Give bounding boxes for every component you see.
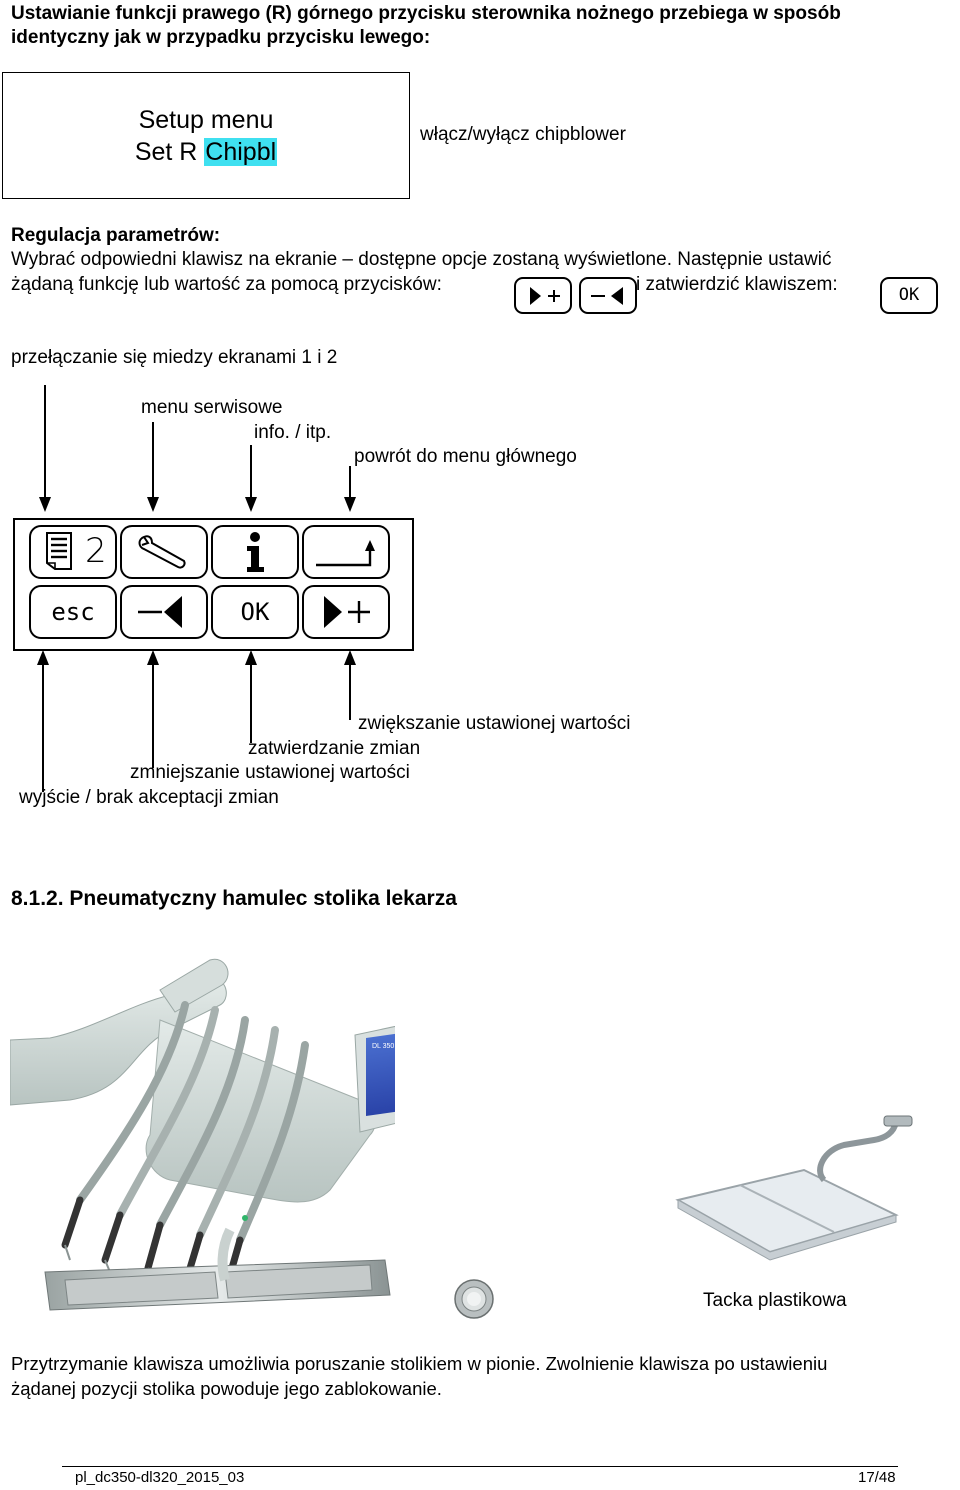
plastic-tray-illustration: [675, 1115, 913, 1261]
info-icon: [247, 532, 264, 572]
esc-button[interactable]: esc: [29, 585, 117, 639]
minus-play-icon: [591, 287, 623, 305]
section-body-line-2: żądanej pozycji stolika powoduje jego za…: [11, 1378, 442, 1399]
plus-key-inline: [514, 277, 572, 314]
return-arrow-icon: [316, 540, 375, 567]
params-line-2b: i zatwierdzić klawiszem:: [636, 274, 838, 295]
lcd-description: włącz/wyłącz chipblower: [420, 124, 626, 145]
arrow-down-back: [344, 466, 356, 512]
label-switch-screens: przełączanie się miedzy ekranami 1 i 2: [11, 347, 338, 368]
brake-button-icon: [454, 1279, 494, 1319]
arrow-down-switch: [39, 385, 51, 512]
footer-rule: [62, 1466, 898, 1467]
label-back-main: powrót do menu głównego: [354, 446, 577, 467]
info-button[interactable]: [211, 525, 299, 579]
ok-label: OK: [240, 598, 270, 626]
tray-label: Tacka plastikowa: [703, 1290, 847, 1311]
label-service-menu: menu serwisowe: [141, 397, 283, 418]
label-confirm: zatwierdzanie zmian: [248, 738, 421, 759]
play-plus-icon: [324, 596, 370, 628]
lcd-title-2-prefix: Set R: [134, 138, 205, 166]
page-document-icon: [46, 532, 72, 570]
section-body-line-1: Przytrzymanie klawisza umożliwia porusza…: [11, 1353, 828, 1374]
label-increase: zwiększanie ustawionej wartości: [358, 713, 631, 734]
play-plus-icon: [530, 287, 560, 305]
section-title: 8.1.2. Pneumatyczny hamulec stolika leka…: [11, 887, 457, 910]
arrow-up-exit: [37, 650, 49, 792]
screen-model-text: DL 350: [372, 1043, 394, 1050]
lcd-display: Setup menu Set R Chipbl: [2, 72, 410, 199]
ok-key-inline: OK: [880, 277, 938, 314]
params-line-2a: żądaną funkcję lub wartość za pomocą prz…: [11, 274, 442, 295]
page-switch-button[interactable]: 2: [29, 525, 117, 579]
increase-button[interactable]: [302, 585, 390, 639]
lcd-title-2: Set R Chipbl: [3, 137, 409, 167]
footer-doc-id: pl_dc350-dl320_2015_03: [75, 1469, 245, 1486]
label-decrease: zmniejszanie ustawionej wartości: [130, 762, 410, 783]
decrease-button[interactable]: [120, 585, 208, 639]
params-heading: Regulacja parametrów:: [11, 225, 221, 246]
params-line-1: Wybrać odpowiedni klawisz na ekranie – d…: [11, 249, 832, 270]
back-main-menu-button[interactable]: [302, 525, 390, 579]
arrow-down-info: [245, 445, 257, 512]
lcd-title-2-highlight: Chipbl: [204, 138, 278, 166]
esc-label: esc: [51, 598, 95, 626]
minus-play-icon: [138, 596, 182, 628]
ok-button[interactable]: OK: [211, 585, 299, 639]
arrow-down-service: [147, 422, 159, 512]
heading-line-2: identyczny jak w przypadku przycisku lew…: [11, 27, 431, 48]
arrow-up-confirm: [245, 650, 257, 743]
heading-line-1: Ustawianie funkcji prawego (R) górnego p…: [11, 3, 841, 24]
arrow-up-decrease: [147, 650, 159, 768]
lcd-title-1: Setup menu: [138, 106, 274, 134]
footer-page-number: 17/48: [858, 1469, 896, 1486]
control-panel: [13, 518, 414, 651]
label-exit: wyjście / brak akceptacji zmian: [19, 787, 279, 808]
service-button[interactable]: [120, 525, 208, 579]
wrench-icon: [138, 535, 186, 569]
page-number: 2: [85, 531, 107, 571]
minus-key-inline: [579, 277, 637, 314]
dental-unit-illustration: DL 350: [10, 958, 395, 1311]
arrow-up-increase: [344, 650, 356, 720]
label-info: info. / itp.: [254, 422, 332, 443]
